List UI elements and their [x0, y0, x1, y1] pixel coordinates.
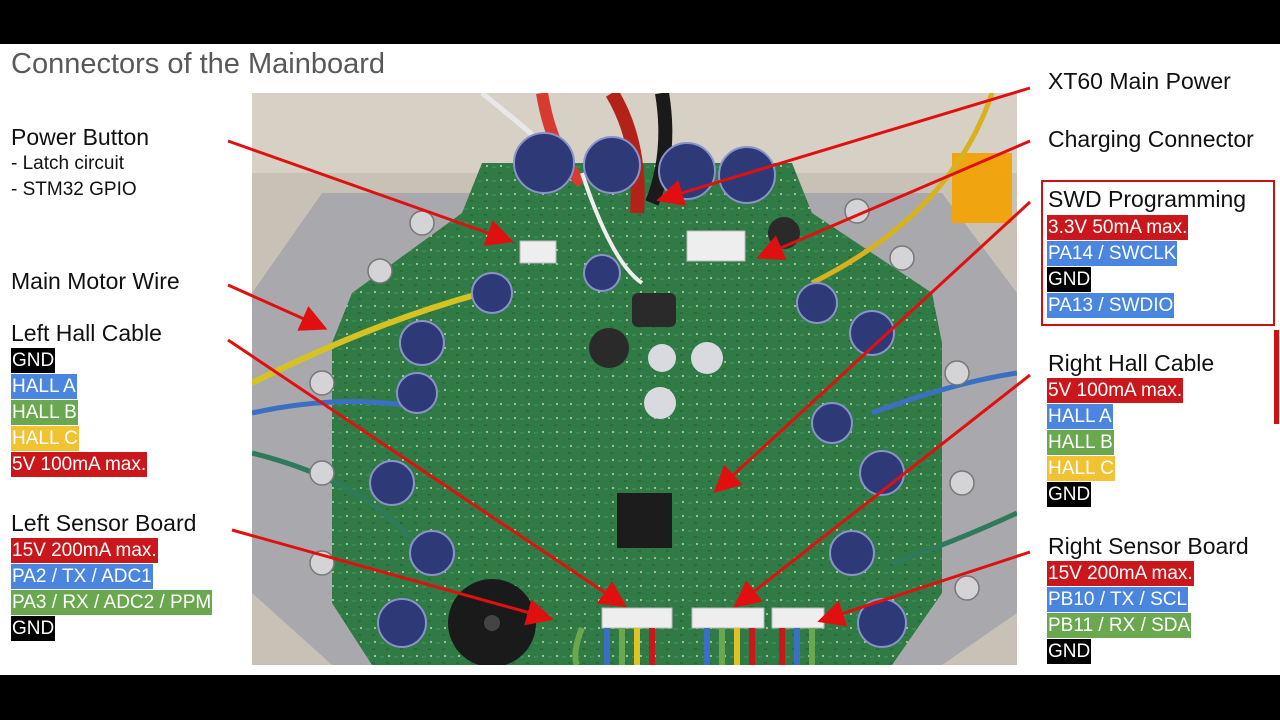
swd-highlight-box	[1041, 180, 1275, 326]
right-hall-pin-gnd: GND	[1047, 482, 1092, 507]
power-button-note-1: - Latch circuit	[11, 153, 124, 174]
left-hall-cable-title: Left Hall Cable	[11, 320, 162, 346]
edge-red-marker	[1274, 330, 1279, 424]
right-sensor-pin-pb10: PB10 / TX / SCL	[1047, 587, 1189, 612]
right-sensor-pin-pb11: PB11 / RX / SDA	[1047, 613, 1192, 638]
left-sensor-pin-15v: 15V 200mA max.	[11, 538, 158, 563]
charging-connector-title: Charging Connector	[1048, 126, 1254, 152]
left-hall-pin-5v: 5V 100mA max.	[11, 452, 148, 477]
right-hall-pin-hall-c: HALL C	[1047, 456, 1115, 481]
main-motor-wire-title: Main Motor Wire	[11, 268, 180, 294]
right-hall-pin-5v: 5V 100mA max.	[1047, 378, 1184, 403]
left-hall-pin-hall-a: HALL A	[11, 374, 77, 399]
left-hall-pin-hall-b: HALL B	[11, 400, 78, 425]
right-hall-pin-hall-a: HALL A	[1047, 404, 1113, 429]
slide-title: Connectors of the Mainboard	[11, 48, 385, 80]
left-hall-pin-hall-c: HALL C	[11, 426, 79, 451]
mainboard-photo	[252, 93, 1017, 665]
power-button-title: Power Button	[11, 124, 150, 150]
swd-pin-pa14: PA14 / SWCLK	[1047, 241, 1178, 266]
right-hall-pin-hall-b: HALL B	[1047, 430, 1114, 455]
left-sensor-pin-pa3: PA3 / RX / ADC2 / PPM	[11, 590, 213, 615]
swd-programming-title: SWD Programming	[1048, 186, 1247, 212]
left-sensor-pin-gnd: GND	[11, 616, 56, 641]
right-sensor-board-title: Right Sensor Board	[1048, 533, 1249, 559]
swd-pin-pa13: PA13 / SWDIO	[1047, 293, 1175, 318]
swd-pin-gnd: GND	[1047, 267, 1092, 292]
xt60-title: XT60 Main Power	[1048, 68, 1231, 94]
left-hall-pin-gnd: GND	[11, 348, 56, 373]
right-sensor-pin-15v: 15V 200mA max.	[1047, 561, 1194, 586]
right-hall-cable-title: Right Hall Cable	[1048, 350, 1215, 376]
power-button-note-2: - STM32 GPIO	[11, 179, 137, 200]
slide: Connectors of the Mainboard	[0, 44, 1280, 675]
left-sensor-pin-pa2: PA2 / TX / ADC1	[11, 564, 153, 589]
right-sensor-pin-gnd: GND	[1047, 639, 1092, 664]
left-sensor-board-title: Left Sensor Board	[11, 510, 197, 536]
swd-pin-3v3: 3.3V 50mA max.	[1047, 215, 1189, 240]
